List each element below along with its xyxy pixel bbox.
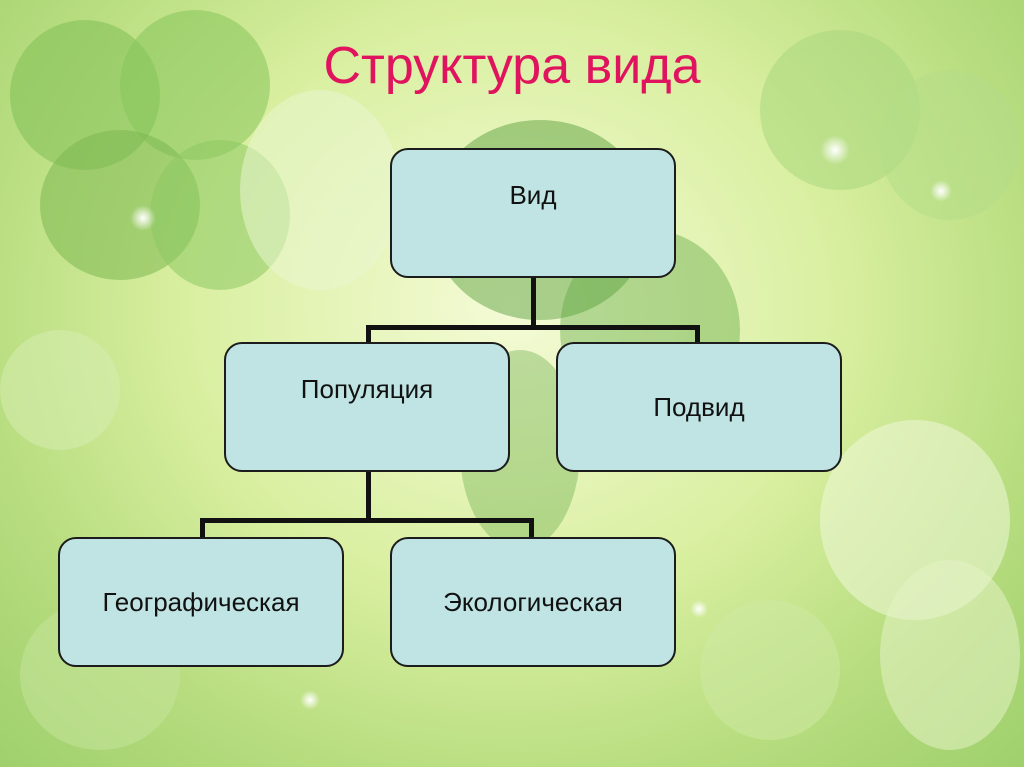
node-subspecies: Подвид xyxy=(556,342,842,472)
connector-line xyxy=(531,277,536,329)
connector-line xyxy=(366,325,371,345)
connector-line xyxy=(529,518,534,538)
node-root-label: Вид xyxy=(509,180,557,210)
sparkle xyxy=(820,135,850,165)
node-root: Вид xyxy=(390,148,676,278)
sparkle xyxy=(300,690,320,710)
node-population: Популяция xyxy=(224,342,510,472)
sparkle xyxy=(930,180,952,202)
sparkle xyxy=(130,205,156,231)
node-ecological-label: Экологическая xyxy=(443,586,623,617)
node-geographic: Географическая xyxy=(58,537,344,667)
clover-leaf xyxy=(0,330,120,450)
node-population-label: Популяция xyxy=(300,374,434,404)
clover-leaf xyxy=(880,560,1020,750)
node-ecological: Экологическая xyxy=(390,537,676,667)
slide-title: Структура вида xyxy=(323,37,701,95)
clover-leaf xyxy=(700,600,840,740)
clover-leaf xyxy=(240,90,400,290)
connector-line xyxy=(366,471,371,521)
connector-line xyxy=(200,518,534,523)
node-geographic-label: Географическая xyxy=(102,586,300,617)
connector-line xyxy=(200,518,205,538)
node-subspecies-label: Подвид xyxy=(653,391,745,422)
sparkle xyxy=(690,600,708,618)
connector-line xyxy=(695,325,700,345)
connector-line xyxy=(366,325,700,330)
